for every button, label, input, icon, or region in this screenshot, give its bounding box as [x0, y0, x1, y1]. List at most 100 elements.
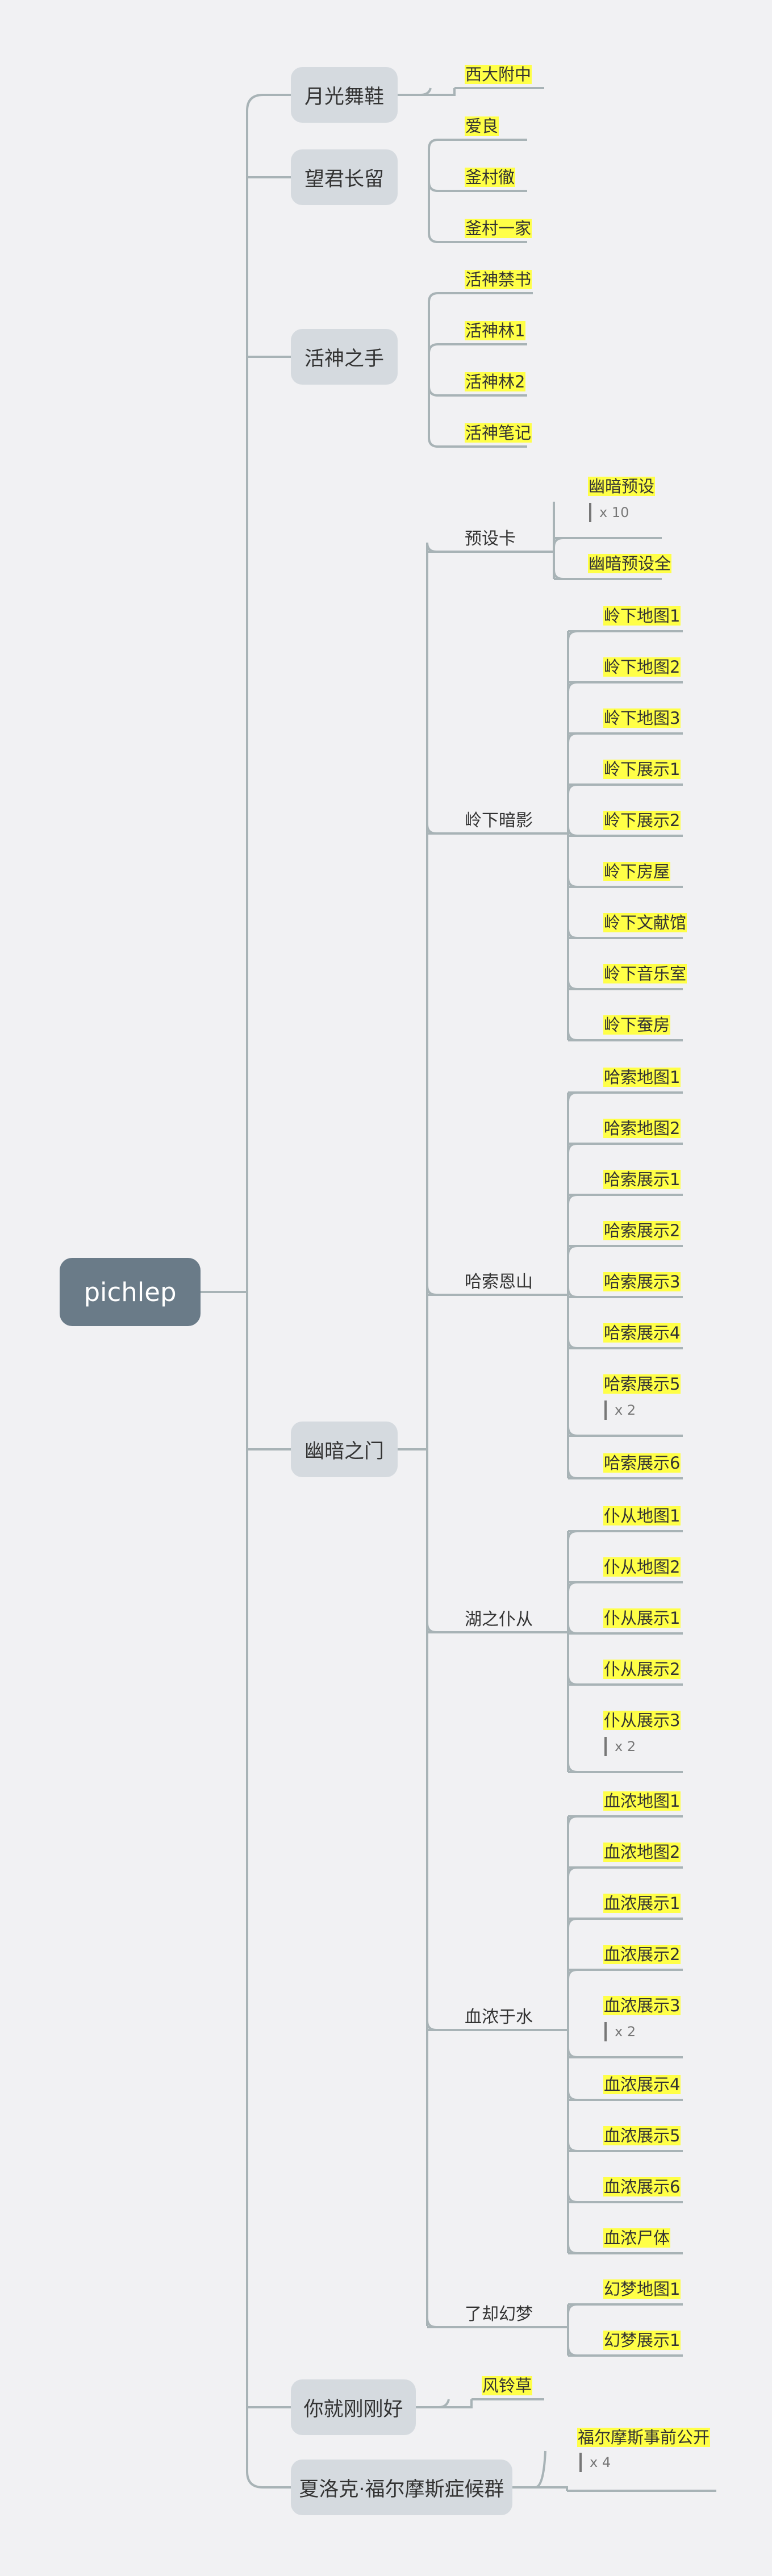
- leaf-label: 釜村徹: [465, 168, 516, 187]
- leaf-label: 岭下音乐室: [603, 964, 687, 983]
- leaf-3-1-3[interactable]: 岭下展示1: [603, 756, 681, 780]
- leaf-label: 哈索展示5: [603, 1374, 681, 1394]
- leaf-label: 仆从展示3: [603, 1711, 681, 1730]
- leaf-3-3-0[interactable]: 仆从地图1: [603, 1503, 681, 1527]
- leaf-label: 活神林2: [465, 372, 526, 391]
- leaf-label: 幽暗预设: [588, 477, 656, 496]
- leaf-label: 血浓地图1: [603, 1791, 681, 1811]
- leaf-label: 仆从地图2: [603, 1557, 681, 1577]
- leaf-1-1[interactable]: 釜村徹: [465, 164, 516, 188]
- leaf-3-4-5[interactable]: 血浓展示4: [603, 2071, 681, 2095]
- leaf-3-3-1[interactable]: 仆从地图2: [603, 1554, 681, 1578]
- leaf-1-2[interactable]: 釜村一家: [465, 215, 532, 239]
- leaf-label: 仆从展示2: [603, 1660, 681, 1679]
- leaf-label: 岭下展示2: [603, 811, 681, 830]
- subtopic-0[interactable]: 预设卡: [465, 529, 516, 549]
- subtopic-1[interactable]: 岭下暗影: [465, 811, 533, 831]
- leaf-label: 血浓展示4: [603, 2075, 681, 2094]
- leaf-3-4-4[interactable]: 血浓展示3: [603, 1993, 681, 2016]
- leaf-3-1-6[interactable]: 岭下文献馆: [603, 910, 687, 933]
- leaf-label: 福尔摩斯事前公开: [577, 2428, 711, 2447]
- leaf-5-0[interactable]: 福尔摩斯事前公开: [577, 2424, 711, 2448]
- leaf-3-2-6[interactable]: 哈索展示5: [603, 1371, 681, 1395]
- leaf-label: 哈索地图1: [603, 1068, 681, 1087]
- leaf-3-2-5[interactable]: 哈索展示4: [603, 1320, 681, 1344]
- leaf-2-0[interactable]: 活神禁书: [465, 266, 532, 290]
- root-topic[interactable]: pichlep: [60, 1258, 201, 1326]
- leaf-3-2-0[interactable]: 哈索地图1: [603, 1064, 681, 1088]
- leaf-label: 岭下地图1: [603, 606, 681, 626]
- leaf-3-1-2[interactable]: 岭下地图3: [603, 705, 681, 729]
- leaf-3-4-1[interactable]: 血浓地图2: [603, 1839, 681, 1863]
- leaf-3-3-3[interactable]: 仆从展示2: [603, 1656, 681, 1680]
- leaf-4-0[interactable]: 风铃草: [482, 2373, 533, 2396]
- leaf-3-1-8[interactable]: 岭下蚕房: [603, 1012, 671, 1036]
- leaf-label: 爱良: [465, 116, 499, 136]
- leaf-label: 岭下蚕房: [603, 1015, 671, 1035]
- leaf-3-2-3[interactable]: 哈索展示2: [603, 1218, 681, 1241]
- leaf-label: 幻梦地图1: [603, 2279, 681, 2299]
- leaf-2-1[interactable]: 活神林1: [465, 318, 526, 341]
- leaf-label: 血浓展示1: [603, 1894, 681, 1913]
- count-badge: x 2: [604, 1737, 636, 1756]
- leaf-1-0[interactable]: 爱良: [465, 113, 499, 137]
- count-badge: x 2: [604, 1400, 636, 1420]
- topic-4[interactable]: 你就刚刚好: [291, 2379, 416, 2435]
- leaf-3-2-2[interactable]: 哈索展示1: [603, 1166, 681, 1190]
- leaf-2-3[interactable]: 活神笔记: [465, 420, 532, 444]
- leaf-label: 血浓展示2: [603, 1945, 681, 1964]
- leaf-label: 风铃草: [482, 2376, 533, 2395]
- topic-5[interactable]: 夏洛克·福尔摩斯症候群: [291, 2460, 512, 2515]
- leaf-3-1-5[interactable]: 岭下房屋: [603, 858, 671, 882]
- leaf-3-2-1[interactable]: 哈索地图2: [603, 1115, 681, 1139]
- leaf-3-0-1[interactable]: 幽暗预设全: [588, 551, 672, 574]
- leaf-3-4-3[interactable]: 血浓展示2: [603, 1941, 681, 1965]
- leaf-3-5-0[interactable]: 幻梦地图1: [603, 2276, 681, 2300]
- topic-3[interactable]: 幽暗之门: [291, 1422, 398, 1477]
- leaf-3-5-1[interactable]: 幻梦展示1: [603, 2327, 681, 2351]
- leaf-label: 血浓展示6: [603, 2177, 681, 2196]
- leaf-label: 岭下文献馆: [603, 913, 687, 932]
- leaf-label: 岭下房屋: [603, 862, 671, 881]
- subtopic-4[interactable]: 血浓于水: [465, 2007, 533, 2027]
- topic-0[interactable]: 月光舞鞋: [291, 67, 398, 123]
- leaf-3-1-7[interactable]: 岭下音乐室: [603, 961, 687, 985]
- leaf-3-1-0[interactable]: 岭下地图1: [603, 603, 681, 627]
- topic-2[interactable]: 活神之手: [291, 329, 398, 385]
- leaf-2-2[interactable]: 活神林2: [465, 369, 526, 393]
- leaf-3-0-0[interactable]: 幽暗预设: [588, 473, 656, 497]
- leaf-label: 仆从地图1: [603, 1506, 681, 1525]
- count-badge: x 10: [589, 503, 629, 522]
- leaf-3-1-1[interactable]: 岭下地图2: [603, 654, 681, 678]
- leaf-label: 岭下地图3: [603, 708, 681, 728]
- leaf-3-2-7[interactable]: 哈索展示6: [603, 1450, 681, 1474]
- leaf-3-4-2[interactable]: 血浓展示1: [603, 1890, 681, 1914]
- leaf-3-3-2[interactable]: 仆从展示1: [603, 1605, 681, 1629]
- leaf-label: 活神禁书: [465, 270, 532, 289]
- leaf-label: 血浓展示3: [603, 1996, 681, 2015]
- leaf-label: 釜村一家: [465, 219, 532, 238]
- leaf-label: 岭下展示1: [603, 760, 681, 779]
- leaf-3-2-4[interactable]: 哈索展示3: [603, 1269, 681, 1293]
- subtopic-5[interactable]: 了却幻梦: [465, 2304, 533, 2324]
- leaf-label: 哈索展示3: [603, 1272, 681, 1291]
- leaf-3-4-6[interactable]: 血浓展示5: [603, 2123, 681, 2146]
- leaf-3-4-7[interactable]: 血浓展示6: [603, 2174, 681, 2198]
- subtopic-2[interactable]: 哈索恩山: [465, 1272, 533, 1292]
- leaf-3-4-0[interactable]: 血浓地图1: [603, 1788, 681, 1812]
- leaf-label: 血浓尸体: [603, 2228, 671, 2248]
- leaf-label: 哈索展示1: [603, 1170, 681, 1189]
- leaf-3-3-4[interactable]: 仆从展示3: [603, 1707, 681, 1731]
- leaf-label: 哈索地图2: [603, 1119, 681, 1138]
- leaf-3-1-4[interactable]: 岭下展示2: [603, 807, 681, 831]
- topic-1[interactable]: 望君长留: [291, 149, 398, 205]
- leaf-label: 仆从展示1: [603, 1608, 681, 1628]
- leaf-0-0[interactable]: 西大附中: [465, 61, 532, 85]
- leaf-label: 哈索展示4: [603, 1323, 681, 1343]
- subtopic-3[interactable]: 湖之仆从: [465, 1610, 533, 1629]
- count-badge: x 2: [604, 2022, 636, 2041]
- leaf-label: 西大附中: [465, 65, 532, 84]
- leaf-label: 血浓展示5: [603, 2126, 681, 2145]
- leaf-3-4-8[interactable]: 血浓尸体: [603, 2225, 671, 2249]
